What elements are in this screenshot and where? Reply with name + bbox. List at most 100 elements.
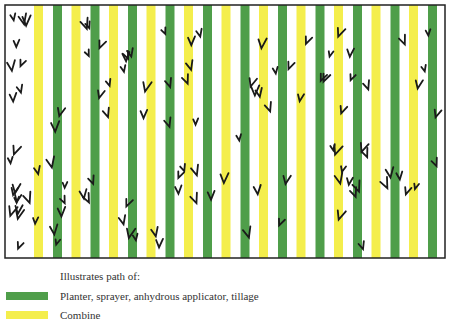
stubble-mark xyxy=(161,27,168,34)
stubble-mark xyxy=(16,85,23,94)
stubble-mark xyxy=(414,79,422,89)
stubble-mark xyxy=(50,224,59,234)
stubble-mark xyxy=(334,173,344,185)
path-stripe xyxy=(91,5,100,258)
path-stripe xyxy=(147,5,156,258)
stubble-mark xyxy=(18,59,26,68)
stubble-mark xyxy=(23,192,34,205)
stubble-mark xyxy=(14,194,21,203)
stubble-mark xyxy=(186,60,195,71)
stubble-marks xyxy=(7,13,442,250)
stubble-mark xyxy=(181,74,191,85)
stubble-mark xyxy=(22,15,30,25)
stubble-mark xyxy=(11,144,21,156)
stubble-mark xyxy=(15,204,23,214)
stubble-mark xyxy=(421,65,427,72)
stubble-mark xyxy=(97,39,107,49)
stubble-mark xyxy=(431,158,440,167)
stubble-mark xyxy=(140,110,147,118)
stubble-mark xyxy=(56,106,65,117)
stubble-mark xyxy=(251,85,259,95)
stubble-mark xyxy=(141,80,151,92)
stubble-mark xyxy=(63,182,68,188)
stubble-mark xyxy=(196,29,203,37)
stubble-mark xyxy=(156,239,163,248)
path-stripe xyxy=(128,5,137,258)
stubble-mark xyxy=(349,187,359,198)
stubble-mark xyxy=(180,164,187,172)
field-illustration xyxy=(0,0,449,262)
stubble-mark xyxy=(277,217,285,226)
stubble-mark xyxy=(54,238,60,245)
stubble-mark xyxy=(286,61,295,71)
stubble-mark xyxy=(16,241,24,250)
stubble-mark xyxy=(10,93,17,102)
stubble-mark xyxy=(363,80,372,90)
stubble-mark xyxy=(340,165,346,172)
stubble-mark xyxy=(398,35,408,46)
stubble-mark xyxy=(151,227,160,237)
path-stripe xyxy=(203,5,212,258)
path-stripe xyxy=(372,5,381,258)
stubble-mark xyxy=(264,102,273,113)
stubble-mark xyxy=(396,171,403,179)
path-stripe xyxy=(241,5,250,258)
stubble-mark xyxy=(46,156,56,168)
stubble-mark xyxy=(273,67,279,74)
stubble-mark xyxy=(413,183,419,190)
stubble-mark xyxy=(403,186,411,195)
stubble-mark xyxy=(380,177,392,190)
stubble-mark xyxy=(80,18,91,30)
stubble-mark xyxy=(85,21,92,29)
stubble-mark xyxy=(190,193,200,205)
stubble-mark xyxy=(338,105,347,115)
stubble-mark xyxy=(335,26,345,38)
stripes xyxy=(34,5,437,258)
legend-swatch xyxy=(6,292,48,300)
stubble-mark xyxy=(358,241,366,250)
stubble-mark xyxy=(34,166,42,175)
path-stripe xyxy=(428,5,437,258)
path-stripe xyxy=(316,5,325,258)
stubble-mark xyxy=(118,215,127,225)
stubble-mark xyxy=(346,177,353,185)
stubble-mark xyxy=(347,48,354,57)
stubble-mark xyxy=(175,185,182,193)
stubble-mark xyxy=(11,183,20,194)
legend-swatch xyxy=(6,311,48,319)
stubble-mark xyxy=(361,148,370,158)
stubble-mark xyxy=(82,193,92,204)
stubble-mark xyxy=(385,167,394,178)
stubble-mark xyxy=(106,79,113,87)
stubble-mark xyxy=(236,134,242,141)
stubble-mark xyxy=(7,60,16,71)
stubble-mark xyxy=(352,180,363,192)
stubble-mark xyxy=(297,93,304,101)
stubble-mark xyxy=(348,73,355,81)
legend-text: Planter, sprayer, anhydrous applicator, … xyxy=(60,290,259,302)
stubble-mark xyxy=(176,170,184,179)
path-stripe xyxy=(34,5,43,258)
stubble-mark xyxy=(96,89,105,99)
stubble-mark xyxy=(188,36,195,45)
stubble-mark xyxy=(8,157,13,163)
stubble-mark xyxy=(258,38,267,49)
stubble-mark xyxy=(51,121,60,132)
path-stripe xyxy=(166,5,175,258)
stubble-mark xyxy=(120,65,126,72)
stubble-mark xyxy=(247,77,257,88)
path-stripe xyxy=(297,5,306,258)
legend-heading: Illustrates path of: xyxy=(60,270,140,282)
legend-text: Combine xyxy=(60,309,100,321)
path-stripe xyxy=(353,5,362,258)
stubble-mark xyxy=(335,209,346,221)
path-stripe xyxy=(109,5,118,258)
stubble-mark xyxy=(328,50,334,57)
stubble-mark xyxy=(102,108,111,118)
stubble-mark xyxy=(88,175,97,185)
stubble-mark xyxy=(318,72,327,82)
stubble-mark xyxy=(193,118,198,124)
stubble-mark xyxy=(282,174,291,184)
stubble-mark xyxy=(14,40,20,47)
stubble-mark xyxy=(433,108,442,118)
